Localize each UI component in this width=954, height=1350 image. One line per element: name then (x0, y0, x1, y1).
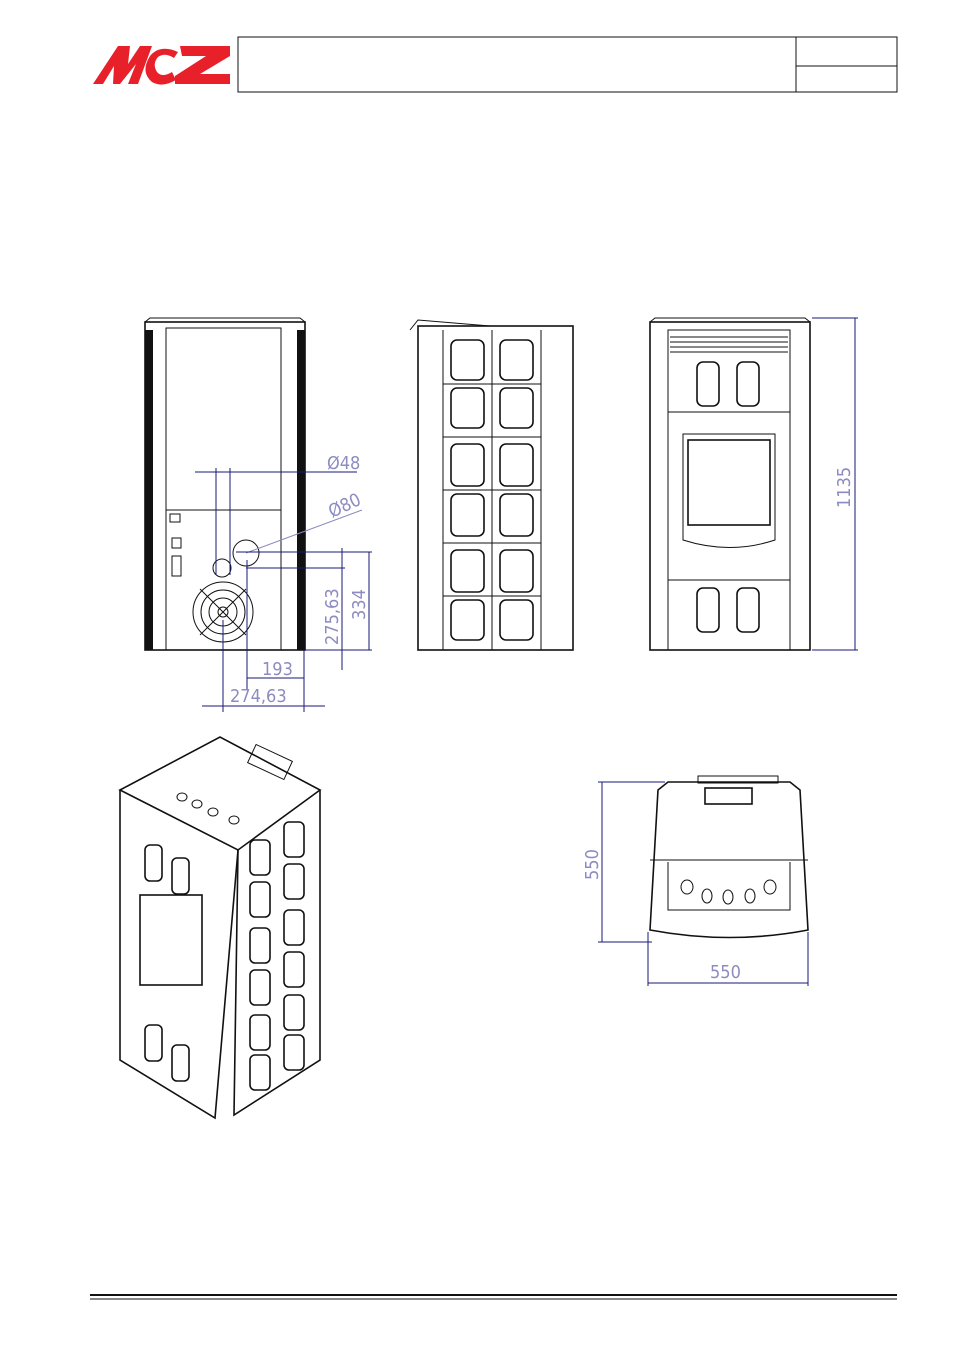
rear-view-drawing: Ø48 Ø80 275,63 334 193 274,63 (144, 317, 372, 712)
dimension-intake-diameter: Ø80 (325, 489, 364, 522)
dimension-width: 550 (710, 962, 741, 983)
dimension-height-large: 334 (349, 589, 370, 620)
isometric-view-drawing (118, 736, 322, 1120)
dimension-depth: 550 (582, 849, 603, 880)
fan-grille (192, 581, 254, 643)
dimension-height-small: 275,63 (322, 588, 343, 645)
title-block (237, 36, 898, 93)
top-view-drawing: 550 550 (582, 775, 809, 986)
side-view-drawing (409, 319, 574, 651)
header (93, 36, 898, 93)
dimension-flue-diameter: Ø48 (327, 453, 360, 474)
dimension-width-small: 193 (262, 659, 293, 680)
mcz-logo (93, 46, 230, 85)
front-view-drawing: 1135 (649, 317, 858, 651)
dimension-width-large: 274,63 (230, 686, 287, 707)
dimension-height: 1135 (834, 467, 855, 508)
